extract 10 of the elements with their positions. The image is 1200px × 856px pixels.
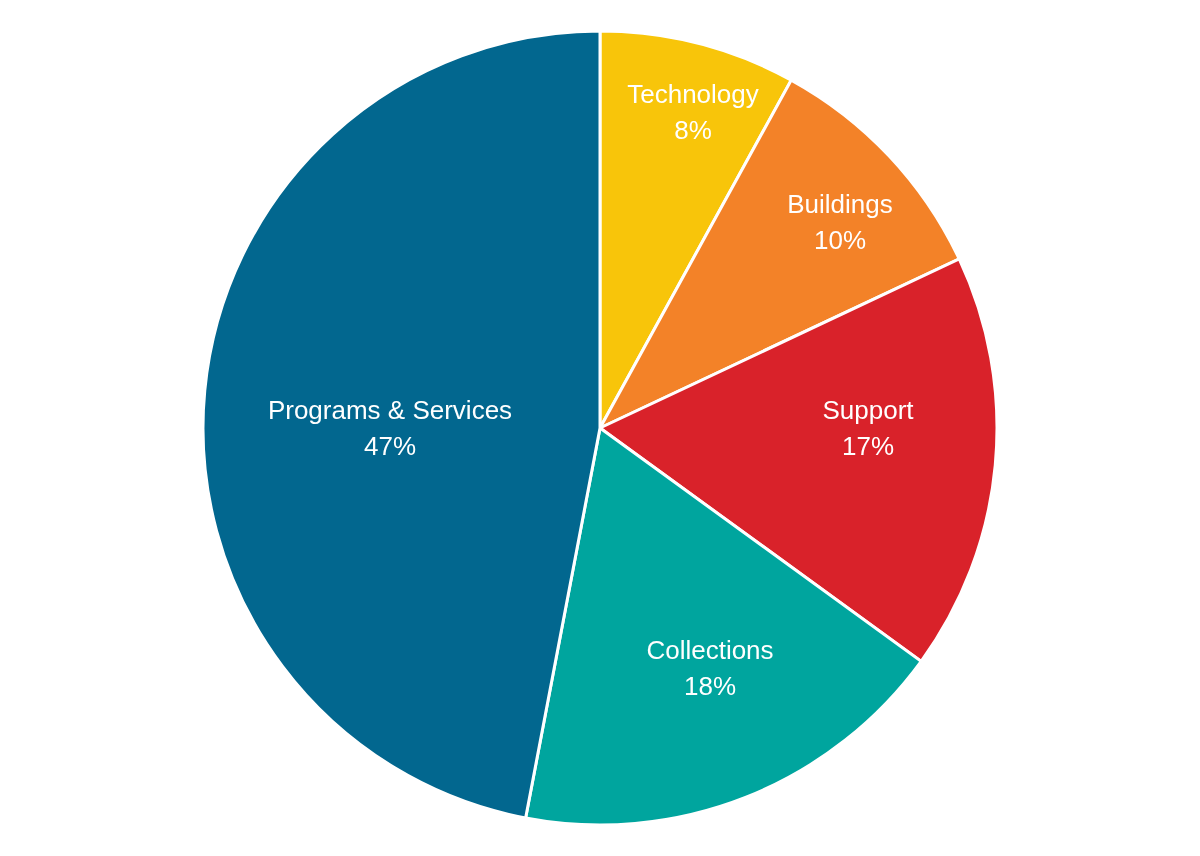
value-label: 17%: [842, 430, 894, 463]
category-label: Collections: [646, 634, 774, 667]
value-label: 10%: [814, 224, 866, 257]
value-label: 18%: [684, 670, 736, 703]
category-label: Programs & Services: [267, 394, 513, 427]
category-label: Support: [822, 394, 914, 427]
value-label: 47%: [363, 430, 416, 463]
category-label: Buildings: [787, 188, 893, 221]
category-label: Technology: [627, 78, 759, 111]
value-label: 8%: [674, 114, 712, 147]
